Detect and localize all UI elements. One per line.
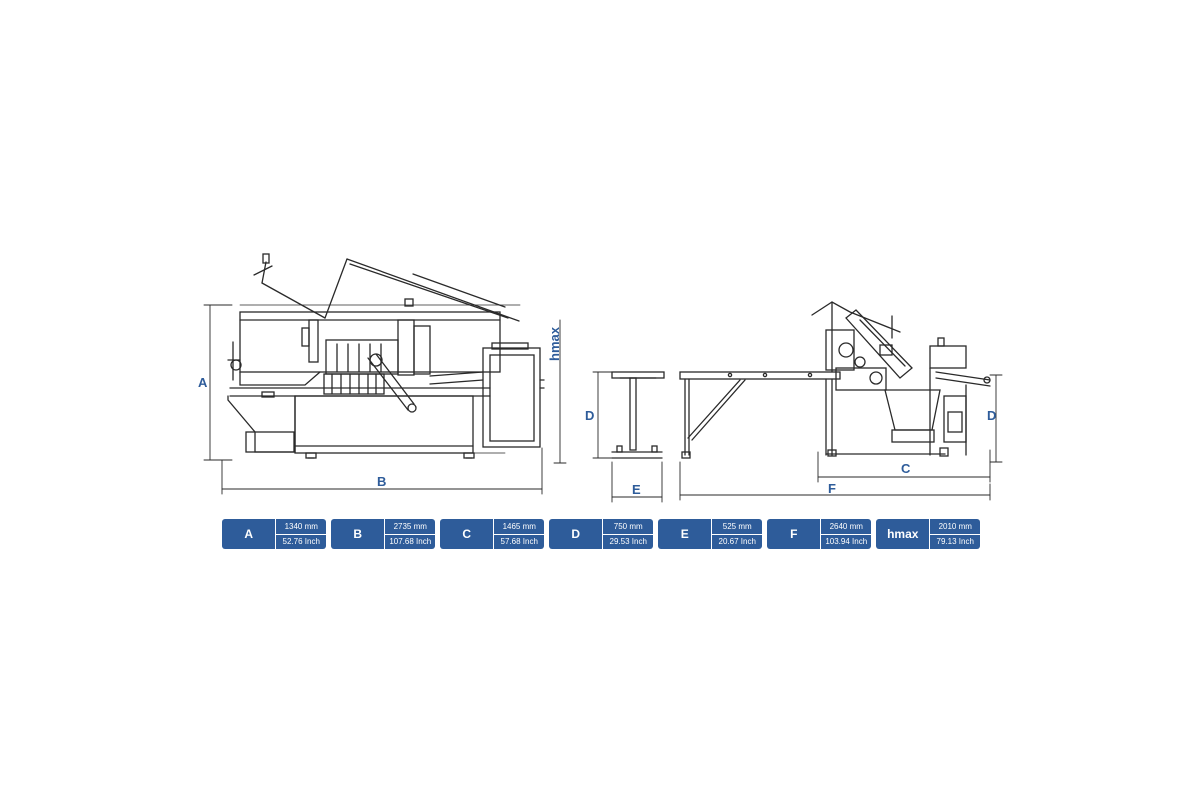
front-view-dimensions (203, 304, 567, 495)
dimension-inch: 107.68 Inch (385, 533, 435, 550)
dimension-badge-e: E 525 mm 20.67 Inch (658, 519, 762, 549)
roller-table-front-view (611, 371, 665, 459)
dim-label-hmax: hmax (547, 326, 562, 361)
dimension-mm: 1465 mm (502, 521, 536, 531)
dim-label-f: F (828, 481, 836, 496)
dim-label-b: B (377, 474, 386, 489)
dim-label-d-side: D (987, 408, 996, 423)
side-view-dimensions (679, 374, 1003, 501)
dimension-key: F (767, 519, 821, 549)
dimension-badge-d: D 750 mm 29.53 Inch (549, 519, 653, 549)
dimension-key: hmax (876, 519, 930, 549)
dimension-mm: 2010 mm (938, 521, 972, 531)
dimension-badge-c: C 1465 mm 57.68 Inch (440, 519, 544, 549)
dimension-mm: 750 mm (613, 521, 643, 531)
dimension-badge-b: B 2735 mm 107.68 Inch (331, 519, 435, 549)
machine-front-view (227, 253, 545, 459)
dimension-legend: A 1340 mm 52.76 Inch B 2735 mm 107.68 In… (222, 519, 982, 549)
dim-label-e: E (632, 482, 641, 497)
dim-label-a: A (198, 375, 208, 390)
roller-table-dimensions (592, 371, 663, 503)
dimension-inch: 57.68 Inch (494, 533, 544, 550)
dimension-key: B (331, 519, 385, 549)
dim-label-d-front: D (585, 408, 594, 423)
machine-side-view (679, 301, 991, 459)
dimension-inch: 29.53 Inch (603, 533, 653, 550)
dimension-inch: 79.13 Inch (930, 533, 980, 550)
dimension-mm: 1340 mm (284, 521, 318, 531)
dimension-mm: 2640 mm (829, 521, 863, 531)
dimension-badge-hmax: hmax 2010 mm 79.13 Inch (876, 519, 980, 549)
dim-label-c: C (901, 461, 911, 476)
dimension-key: D (549, 519, 603, 549)
dimension-badge-f: F 2640 mm 103.94 Inch (767, 519, 871, 549)
dimension-mm: 2735 mm (393, 521, 427, 531)
dimension-inch: 103.94 Inch (821, 533, 871, 550)
dimension-key: E (658, 519, 712, 549)
dimension-inch: 52.76 Inch (276, 533, 326, 550)
dimension-mm: 525 mm (722, 521, 752, 531)
dimension-key: A (222, 519, 276, 549)
dimension-inch: 20.67 Inch (712, 533, 762, 550)
dimension-badge-a: A 1340 mm 52.76 Inch (222, 519, 326, 549)
dimension-key: C (440, 519, 494, 549)
